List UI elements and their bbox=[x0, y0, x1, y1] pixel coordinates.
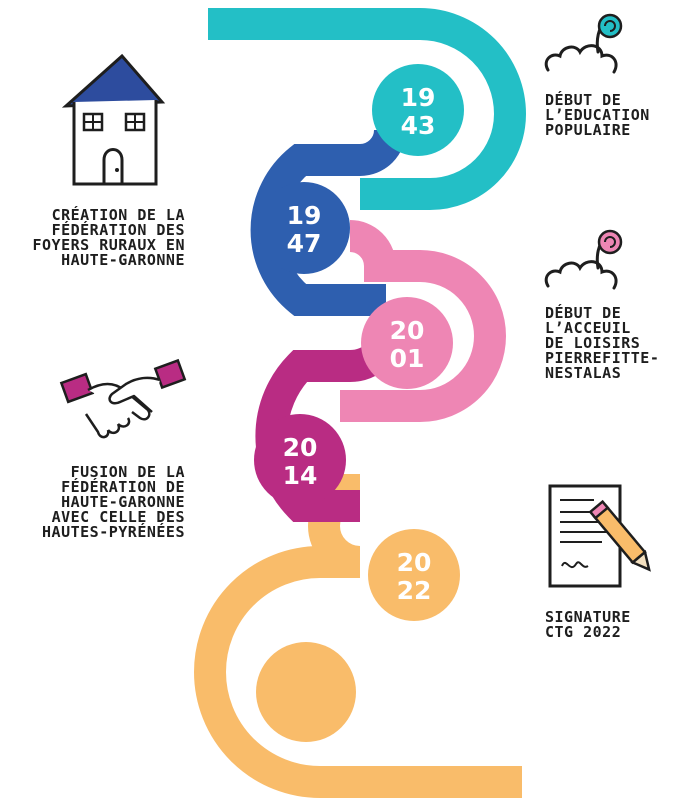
year-circle bbox=[372, 64, 464, 156]
caption-line: NESTALAS bbox=[545, 364, 622, 382]
caption-line: HAUTES-PYRÉNÉES bbox=[42, 523, 185, 541]
cloud-swirl-icon bbox=[544, 13, 623, 74]
year-badge: 2022 bbox=[368, 529, 460, 621]
caption-line: L’EDUCATION bbox=[545, 106, 650, 124]
orange-ribbon bbox=[194, 474, 522, 798]
caption-line: DÉBUT DE bbox=[545, 304, 622, 322]
caption-line: HAUTE-GARONNE bbox=[61, 493, 185, 511]
caption-line: POPULAIRE bbox=[545, 121, 631, 139]
year-circle bbox=[254, 414, 346, 506]
caption-line: HAUTE-GARONNE bbox=[61, 251, 185, 269]
teal-ribbon bbox=[208, 8, 527, 210]
year-bottom-digits: 01 bbox=[390, 344, 425, 373]
pink-ribbon bbox=[340, 220, 506, 422]
year-circle bbox=[361, 297, 453, 389]
year-top-digits: 20 bbox=[390, 316, 425, 345]
year-top-digits: 19 bbox=[401, 83, 436, 112]
year-top-digits: 19 bbox=[287, 201, 322, 230]
caption-1947: CRÉATION DE LA FÉDÉRATION DES FOYERS RUR… bbox=[33, 208, 186, 268]
orange-end-dot bbox=[256, 642, 356, 742]
caption-line: FÉDÉRATION DE bbox=[61, 478, 185, 496]
year-top-digits: 20 bbox=[397, 548, 432, 577]
caption-line: FOYERS RURAUX EN bbox=[32, 236, 185, 254]
year-circle bbox=[258, 182, 350, 274]
house-icon bbox=[61, 53, 166, 186]
caption-line: CTG 2022 bbox=[545, 623, 622, 641]
year-top-digits: 20 bbox=[283, 433, 318, 462]
handshake-icon bbox=[59, 358, 187, 439]
caption-line: CRÉATION DE LA bbox=[51, 206, 185, 224]
caption-line: PIERREFITTE- bbox=[545, 349, 660, 367]
year-bottom-digits: 47 bbox=[287, 229, 322, 258]
caption-line: AVEC CELLE DES bbox=[51, 508, 185, 526]
year-bottom-digits: 43 bbox=[401, 111, 436, 140]
caption-2001: DÉBUT DE L’ACCEUIL DE LOISIRS PIERREFITT… bbox=[545, 306, 659, 381]
caption-2022: SIGNATURE CTG 2022 bbox=[545, 610, 631, 640]
caption-1943: DÉBUT DE L’EDUCATION POPULAIRE bbox=[545, 93, 650, 138]
caption-line: FÉDÉRATION DES bbox=[51, 221, 185, 239]
year-circle bbox=[368, 529, 460, 621]
blue-ribbon bbox=[250, 128, 406, 316]
caption-line: FUSION DE LA bbox=[70, 463, 185, 481]
caption-line: DE LOISIRS bbox=[545, 334, 641, 352]
year-bottom-digits: 14 bbox=[283, 461, 318, 490]
caption-2014: FUSION DE LA FÉDÉRATION DE HAUTE-GARONNE… bbox=[42, 465, 185, 540]
caption-line: SIGNATURE bbox=[545, 608, 631, 626]
caption-line: DÉBUT DE bbox=[545, 91, 622, 109]
year-bottom-digits: 22 bbox=[397, 576, 432, 605]
cloud-swirl-icon bbox=[544, 229, 623, 290]
document-pencil-icon bbox=[548, 484, 651, 588]
caption-line: L’ACCEUIL bbox=[545, 319, 631, 337]
